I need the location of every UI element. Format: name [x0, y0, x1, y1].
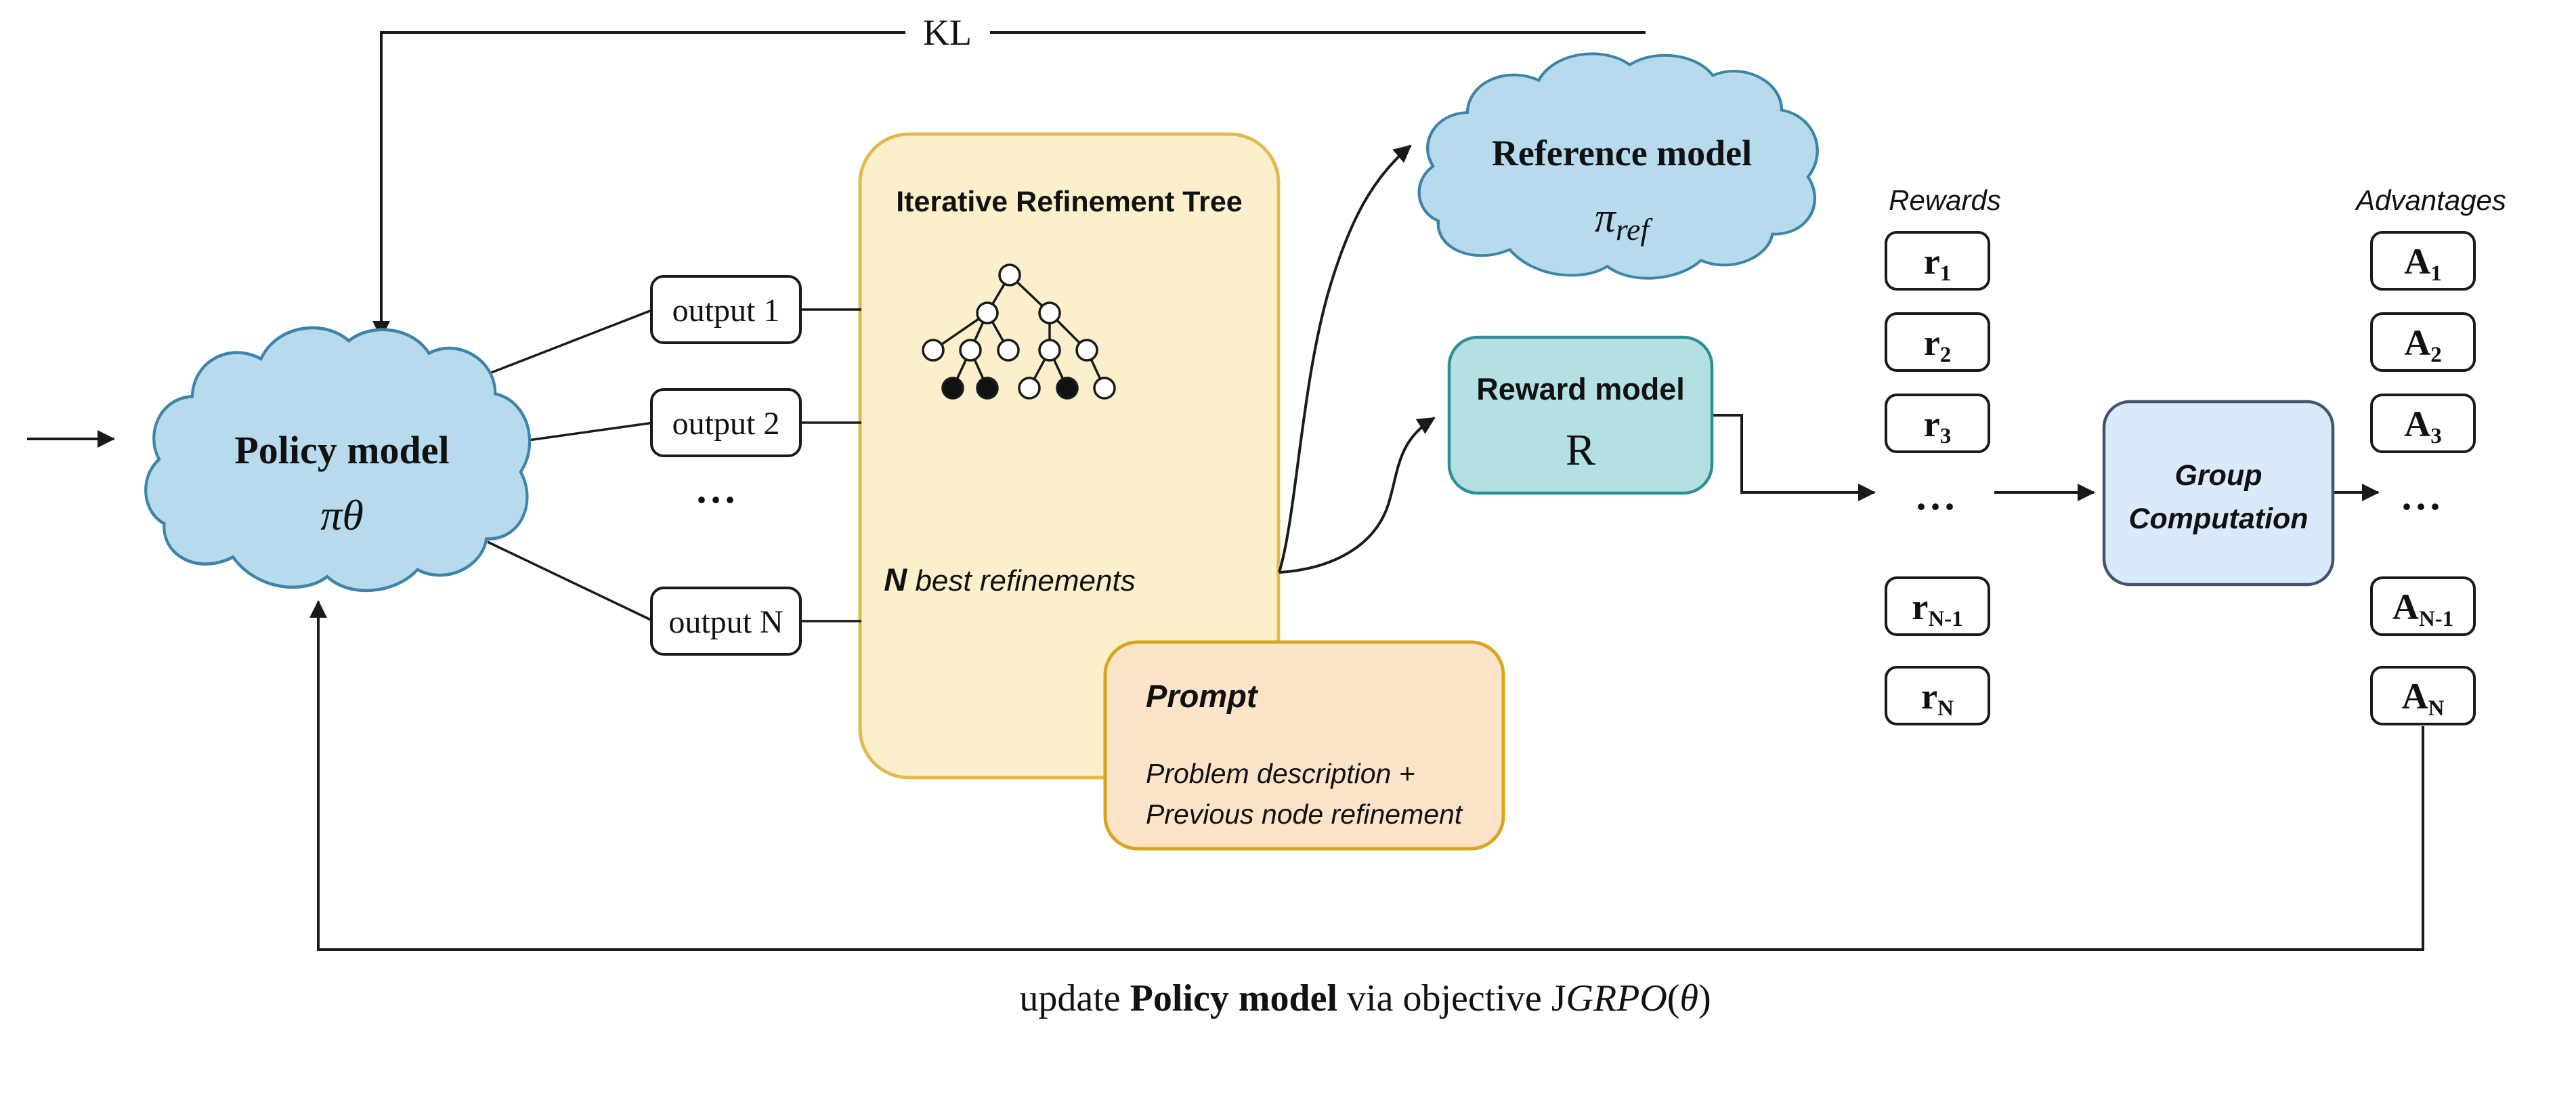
- advantage-a3-box: [2370, 394, 2476, 453]
- update-caption: update Policy model via objective JGRPO(…: [1019, 977, 1711, 1019]
- advantage-a1-label: A1: [2404, 241, 2442, 286]
- advantage-an-label: AN: [2402, 676, 2445, 721]
- update-feedback-loop: [309, 600, 2424, 951]
- group-computation-box: [2102, 400, 2335, 587]
- advantage-a2-label: A2: [2404, 322, 2442, 367]
- pi-symbol: π: [1595, 195, 1617, 241]
- reference-model-title: Reference model: [1492, 133, 1752, 173]
- advantage-a2-box: [2370, 312, 2476, 372]
- tree-leaf: [1018, 377, 1041, 400]
- refinement-tree-box: [858, 132, 1281, 780]
- reference-model-symbol: πref: [1595, 195, 1654, 247]
- tree-nodes: [922, 263, 1116, 400]
- refinement-tree-title: Iterative Refinement Tree: [896, 186, 1242, 218]
- kl-line-left: [372, 31, 905, 339]
- outputs-ellipsis: ...: [697, 467, 739, 511]
- reward-rn1-box: [1885, 576, 1990, 636]
- reward-r3-label: r3: [1924, 404, 1951, 448]
- tree-node: [959, 339, 982, 362]
- tree-leaf-selected: [941, 377, 964, 400]
- reward-rn1-label: rN-1: [1912, 587, 1962, 631]
- output-1-box: [650, 275, 802, 344]
- advantage-an-box: [2370, 666, 2476, 725]
- output-boxes: [650, 275, 802, 656]
- output-1-label: output 1: [672, 293, 780, 329]
- group-computation-line1: Group: [2175, 459, 2262, 492]
- advantage-an1-label: AN-1: [2392, 587, 2453, 631]
- tree-node: [1038, 301, 1061, 324]
- refinement-tree-illustration: [922, 263, 1116, 400]
- tree-leaf-selected: [976, 377, 999, 400]
- kl-label: KL: [923, 12, 972, 53]
- advantage-an1-box: [2370, 576, 2476, 636]
- advantage-a3-label: A3: [2404, 404, 2442, 448]
- prompt-line1: Problem description +: [1146, 758, 1415, 789]
- policy-to-output-1: [473, 308, 654, 381]
- rewards-column: [1885, 231, 1990, 725]
- output-n-box: [650, 587, 802, 656]
- policy-to-output-n: [487, 541, 654, 622]
- reward-r1-box: [1885, 231, 1990, 291]
- tree-node: [1038, 339, 1061, 362]
- reward-rn-box: [1885, 666, 1990, 725]
- rewards-label: Rewards: [1889, 184, 2001, 216]
- output-2-box: [650, 388, 802, 457]
- output-2-label: output 2: [672, 406, 780, 442]
- reward-rn-label: rN: [1921, 676, 1954, 721]
- tree-leaf-selected: [1056, 377, 1079, 400]
- tree-node: [997, 339, 1020, 362]
- connectors: [27, 31, 2424, 951]
- reward-to-rewards-elbow: [1712, 414, 1876, 501]
- tree-root-node: [998, 263, 1021, 287]
- reward-r2-label: r2: [1924, 322, 1951, 367]
- labels: KL Policy model πθ output 1 output 2 ...…: [234, 12, 2506, 1019]
- advantages-ellipsis: ...: [2402, 473, 2445, 518]
- output-n-label: output N: [668, 604, 783, 640]
- policy-model-title: Policy model: [234, 428, 449, 472]
- reward-model-title: Reward model: [1476, 372, 1685, 406]
- tree-node: [1075, 339, 1098, 362]
- tree-leaf: [1093, 377, 1116, 400]
- tree-to-reward-arrow: [1279, 417, 1436, 574]
- rewards-ellipsis: ...: [1916, 473, 1959, 518]
- reward-r3-box: [1885, 394, 1990, 453]
- advantages-label: Advantages: [2354, 184, 2506, 216]
- caption-n: N: [884, 562, 907, 597]
- tree-node: [976, 301, 999, 324]
- tree-to-reference-arrow: [1278, 144, 1412, 573]
- prompt-line2: Previous node refinement: [1146, 799, 1463, 830]
- prompt-title: Prompt: [1146, 678, 1259, 714]
- tree-node: [922, 339, 945, 362]
- advantages-column: [2370, 231, 2476, 725]
- reward-r2-box: [1885, 312, 1990, 372]
- policy-model-symbol: πθ: [320, 491, 364, 539]
- refinement-tree-caption: N best refinements: [884, 562, 1135, 597]
- reward-r1-label: r1: [1924, 241, 1951, 286]
- reward-model-symbol: R: [1566, 425, 1595, 475]
- prompt-box: [1103, 640, 1505, 851]
- reward-model-box: [1447, 335, 1714, 495]
- pi-subscript: ref: [1616, 212, 1654, 247]
- advantage-a1-box: [2370, 231, 2476, 291]
- policy-to-output-2: [528, 421, 654, 442]
- group-computation-line2: Computation: [2128, 503, 2308, 535]
- caption-rest: best refinements: [907, 564, 1136, 597]
